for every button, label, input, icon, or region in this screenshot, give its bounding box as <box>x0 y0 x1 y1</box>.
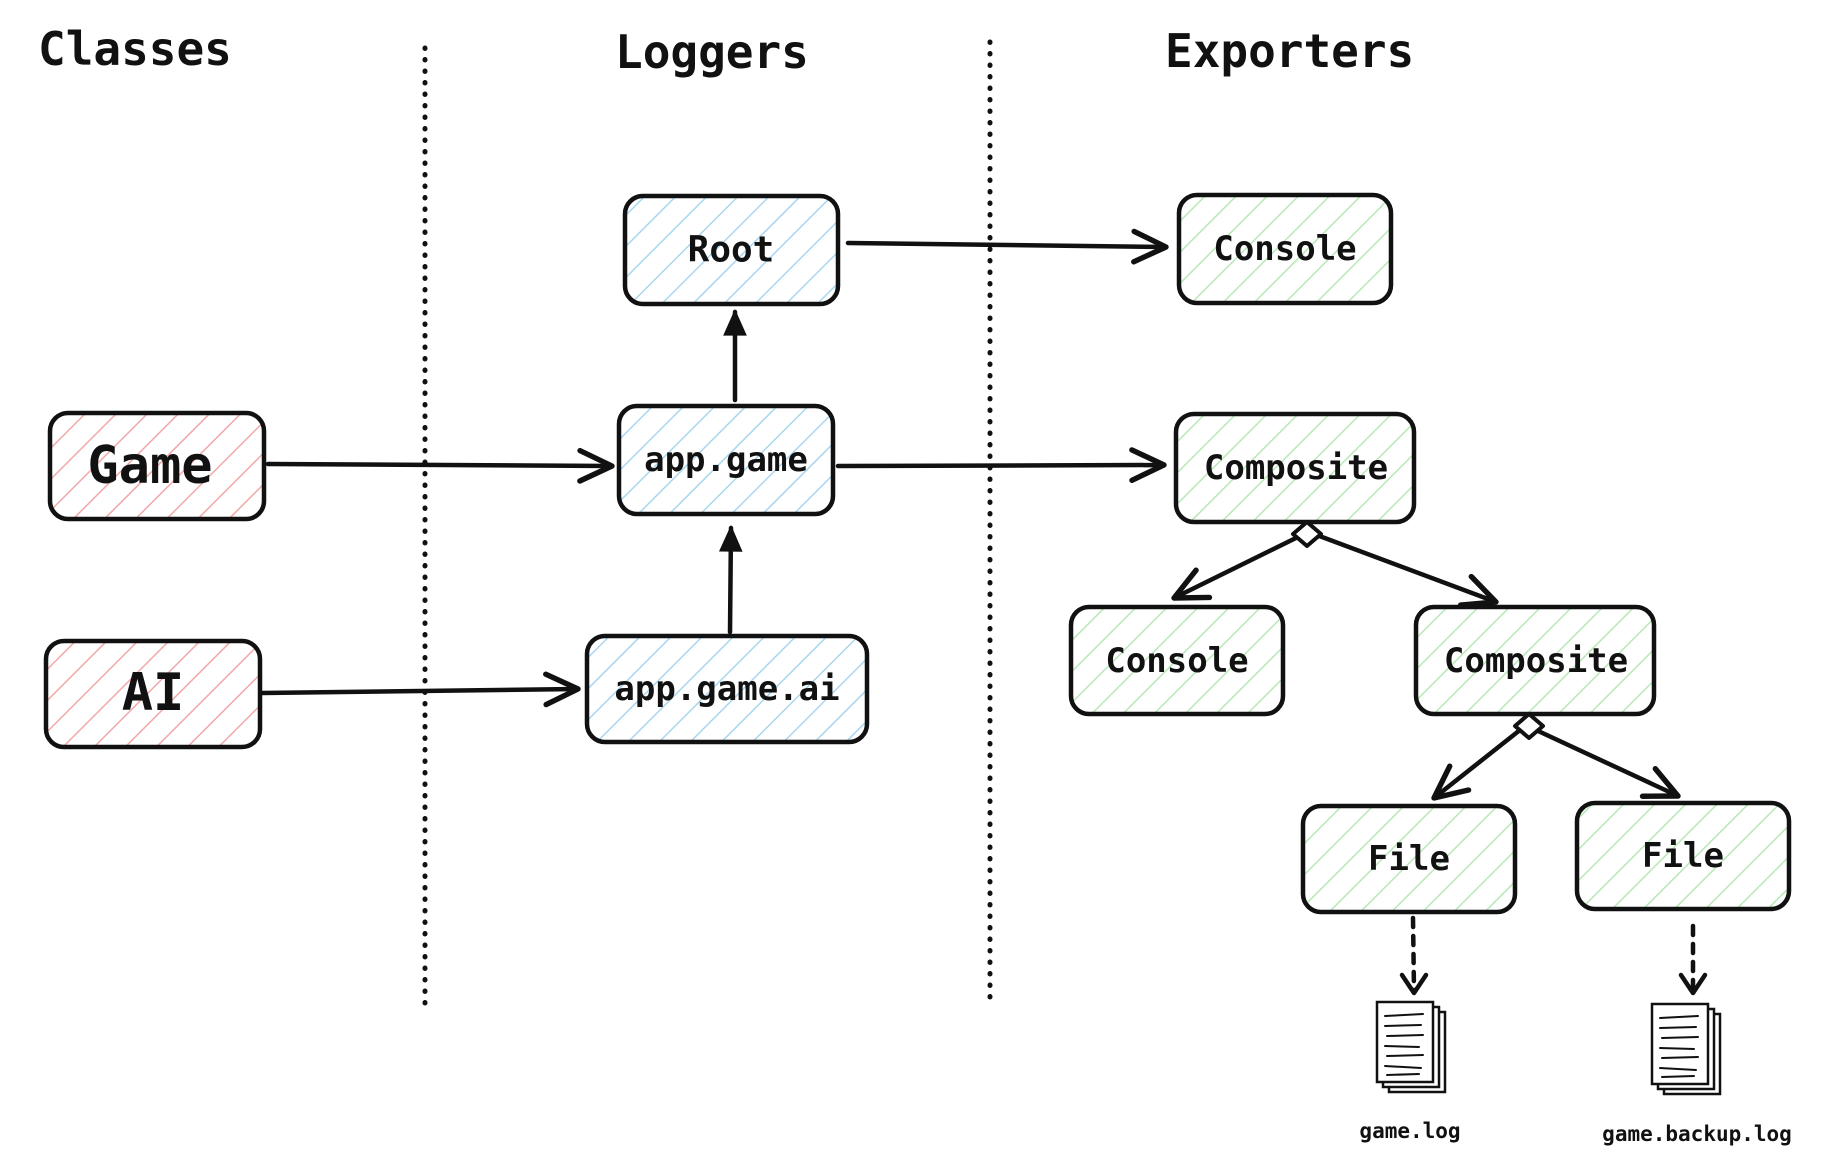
aggregation-diamond-sub <box>1513 712 1545 740</box>
edge-composite-to-file-2 <box>1533 727 1681 799</box>
edge-game-to-app-game <box>265 447 615 484</box>
exporter-node-file-1[interactable]: File <box>1300 803 1518 915</box>
logger-node-app-game[interactable]: app.game <box>616 403 836 517</box>
logger-node-root-label: Root <box>688 230 775 271</box>
edge-file-2-arrowhead <box>1678 972 1708 996</box>
edge-file-1-arrowhead <box>1399 972 1429 996</box>
exporter-node-console-sub[interactable]: Console <box>1068 604 1286 717</box>
edge-root-to-console <box>845 228 1169 265</box>
edge-file-1-writes-log <box>1410 915 1417 993</box>
exporter-node-composite-sub[interactable]: Composite <box>1413 604 1657 717</box>
edge-app-game-ai-to-app-game <box>730 528 731 635</box>
class-node-game[interactable]: Game <box>47 410 267 522</box>
exporter-node-composite-sub-label: Composite <box>1444 641 1628 681</box>
exporter-node-file-2[interactable]: File <box>1574 800 1792 912</box>
exporter-node-file-1-label: File <box>1368 839 1450 879</box>
logger-node-app-game-label: app.game <box>644 440 808 480</box>
exporter-node-console-sub-label: Console <box>1105 641 1248 681</box>
logger-node-root[interactable]: Root <box>622 193 841 307</box>
backup-log-file-document-icon <box>1650 1002 1722 1096</box>
exporter-node-composite-top-label: Composite <box>1204 448 1388 488</box>
log-file-document-icon <box>1375 1000 1447 1094</box>
column-title-exporters: Exporters <box>1165 24 1414 78</box>
logger-node-app-game-ai[interactable]: app.game.ai <box>584 633 870 745</box>
aggregation-diamond-top <box>1291 520 1323 548</box>
edge-app-game-to-composite <box>835 447 1167 483</box>
column-title-loggers: Loggers <box>615 25 809 79</box>
log-file-name-game-backup: game.backup.log <box>1602 1122 1792 1146</box>
class-node-ai[interactable]: AI <box>43 638 263 750</box>
edge-ai-to-app-game-ai <box>259 671 581 708</box>
log-file-name-game: game.log <box>1359 1119 1460 1143</box>
edge-composite-to-composite <box>1311 531 1499 608</box>
exporter-node-composite-top[interactable]: Composite <box>1173 411 1417 525</box>
edge-composite-to-file-1 <box>1431 727 1523 801</box>
exporter-node-file-2-label: File <box>1642 836 1724 876</box>
class-node-ai-label: AI <box>122 663 185 723</box>
exporter-node-console-top-label: Console <box>1213 229 1356 269</box>
logger-node-app-game-ai-label: app.game.ai <box>614 669 839 709</box>
edge-composite-to-console <box>1171 533 1303 601</box>
class-node-game-label: Game <box>87 436 212 496</box>
column-title-classes: Classes <box>38 22 232 76</box>
exporter-node-console-top[interactable]: Console <box>1176 192 1394 306</box>
